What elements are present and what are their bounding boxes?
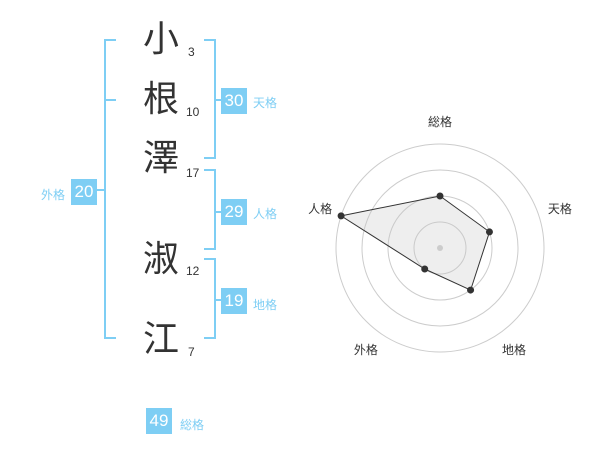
name-char-4: 淑: [142, 239, 179, 280]
radar-point-3: [421, 265, 429, 273]
soukaku-value: 49: [146, 408, 172, 434]
chikaku-label: 地格: [253, 298, 278, 312]
jinkaku-label: 人格: [253, 207, 278, 221]
tenkaku-value: 30: [221, 88, 247, 114]
jinkaku-value: 29: [221, 199, 247, 225]
radar-point-4: [337, 212, 345, 220]
jinkaku-bracket: [204, 169, 216, 250]
radar-ring-3: [361, 169, 519, 327]
radar-point-0: [436, 192, 444, 200]
stroke-count-2: 10: [186, 105, 200, 119]
radar-rings: [335, 143, 545, 353]
radar-ring-4: [335, 143, 545, 353]
radar-center-dot: [437, 245, 443, 251]
stroke-count-5: 7: [188, 345, 195, 359]
chikaku-value: 19: [221, 288, 247, 314]
name-char-5: 江: [142, 319, 179, 360]
radar-axis-label-1: 天格: [548, 201, 572, 216]
radar-point-2: [467, 286, 475, 294]
radar-axis-label-3: 外格: [354, 342, 378, 357]
radar-point-1: [485, 228, 493, 236]
name-char-3: 澤: [142, 138, 179, 179]
tenkaku-label: 天格: [253, 96, 278, 110]
soukaku-label: 総格: [180, 418, 205, 432]
radar-axis-label-0: 総格: [428, 114, 452, 129]
stroke-count-1: 3: [188, 45, 195, 59]
gaikaku-value: 20: [71, 179, 97, 205]
radar-polygon: [339, 195, 491, 291]
chikaku-bracket: [204, 258, 216, 339]
gaikaku-label: 外格: [41, 188, 66, 202]
radar-axis-label-2: 地格: [502, 342, 526, 357]
stroke-count-4: 12: [186, 264, 200, 278]
radar-ring-1: [413, 221, 467, 275]
radar-points: [337, 192, 493, 294]
stroke-count-3: 17: [186, 166, 200, 180]
radar-axis-label-4: 人格: [308, 201, 332, 216]
name-char-2: 根: [142, 79, 179, 120]
name-char-1: 小: [142, 19, 179, 60]
